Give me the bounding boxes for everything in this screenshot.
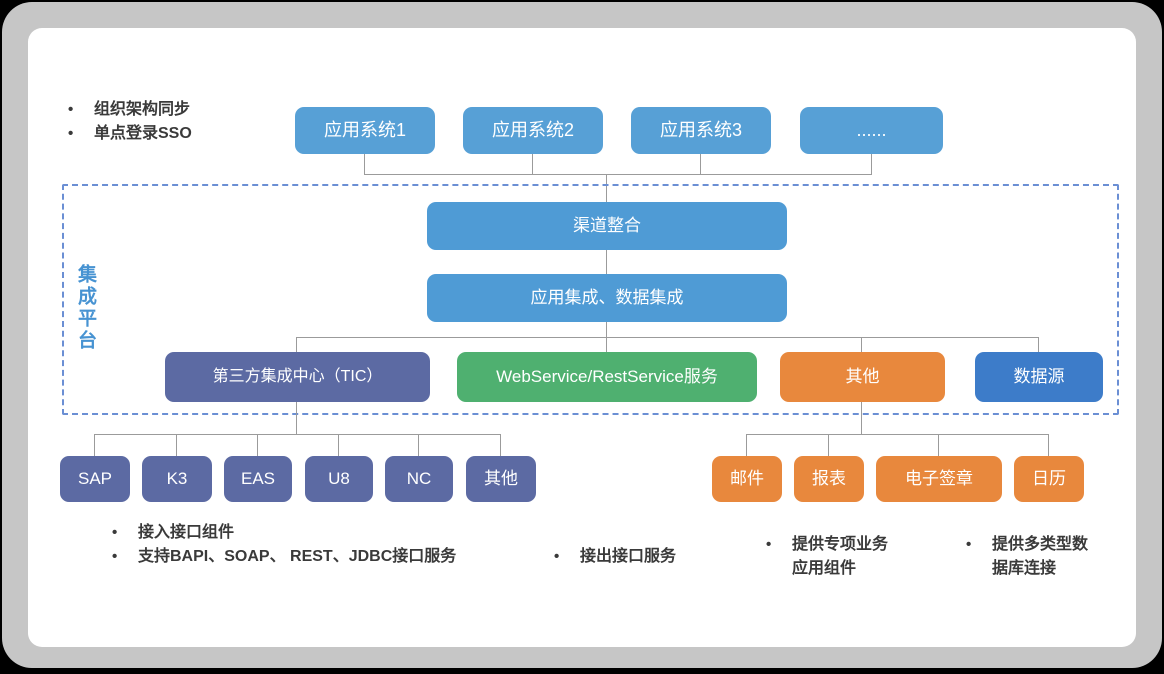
connector-line (176, 434, 177, 456)
connector-line (94, 434, 95, 456)
connector-line (418, 434, 419, 456)
node-tic-other: 其他 (466, 456, 536, 502)
connector-line (338, 434, 339, 456)
node-app-system-3: 应用系统3 (631, 107, 771, 154)
note-org-sync: 组织架构同步 (66, 98, 192, 122)
note-inbound-interface: 接入接口组件 (110, 521, 456, 545)
connector-line (861, 337, 862, 352)
node-sap: SAP (60, 456, 130, 502)
connector-line (1038, 337, 1039, 352)
node-datasource: 数据源 (975, 352, 1103, 402)
connector-line (257, 434, 258, 456)
connector-line (364, 154, 365, 174)
connector-line (606, 250, 607, 274)
node-k3: K3 (142, 456, 212, 502)
note-sso: 单点登录SSO (66, 122, 192, 146)
connector-line (500, 434, 501, 456)
other-note: 提供专项业务 应用组件 (764, 533, 888, 581)
connector-line (296, 337, 1039, 338)
connector-line (746, 434, 747, 456)
sso-notes: 组织架构同步 单点登录SSO (66, 98, 192, 146)
node-u8: U8 (305, 456, 373, 502)
node-calendar: 日历 (1014, 456, 1084, 502)
connector-line (296, 402, 297, 434)
connector-line (861, 402, 862, 434)
node-nc: NC (385, 456, 453, 502)
note-special-business: 提供专项业务 应用组件 (764, 533, 888, 581)
node-app-data-integration: 应用集成、数据集成 (427, 274, 787, 322)
node-eas: EAS (224, 456, 292, 502)
connector-line (871, 154, 872, 174)
node-tic-center: 第三方集成中心（TIC） (165, 352, 430, 402)
node-app-system-1: 应用系统1 (295, 107, 435, 154)
node-channel-integration: 渠道整合 (427, 202, 787, 250)
note-outbound-interface: 接出接口服务 (552, 545, 676, 569)
connector-line (606, 174, 607, 202)
connector-line (606, 337, 607, 352)
connector-line (1048, 434, 1049, 456)
connector-line (746, 434, 1049, 435)
datasource-note: 提供多类型数 据库连接 (964, 533, 1088, 581)
connector-line (296, 337, 297, 352)
node-app-system-2: 应用系统2 (463, 107, 603, 154)
note-protocol-support: 支持BAPI、SOAP、 REST、JDBC接口服务 (110, 545, 456, 569)
node-esignature: 电子签章 (876, 456, 1002, 502)
connector-line (532, 154, 533, 174)
connector-line (700, 154, 701, 174)
node-app-system-more: ...... (800, 107, 943, 154)
node-other-components: 其他 (780, 352, 945, 402)
connector-line (828, 434, 829, 456)
connector-line (938, 434, 939, 456)
connector-line (94, 434, 501, 435)
webservice-note: 接出接口服务 (552, 545, 676, 569)
integration-platform-label: 集成平台 (75, 264, 96, 352)
connector-line (606, 322, 607, 337)
node-mail: 邮件 (712, 456, 782, 502)
node-report: 报表 (794, 456, 864, 502)
node-webservice: WebService/RestService服务 (457, 352, 757, 402)
tic-notes: 接入接口组件 支持BAPI、SOAP、 REST、JDBC接口服务 (110, 521, 456, 569)
integration-platform-region (62, 184, 1119, 415)
connector-line (364, 174, 872, 175)
note-db-connections: 提供多类型数 据库连接 (964, 533, 1088, 581)
